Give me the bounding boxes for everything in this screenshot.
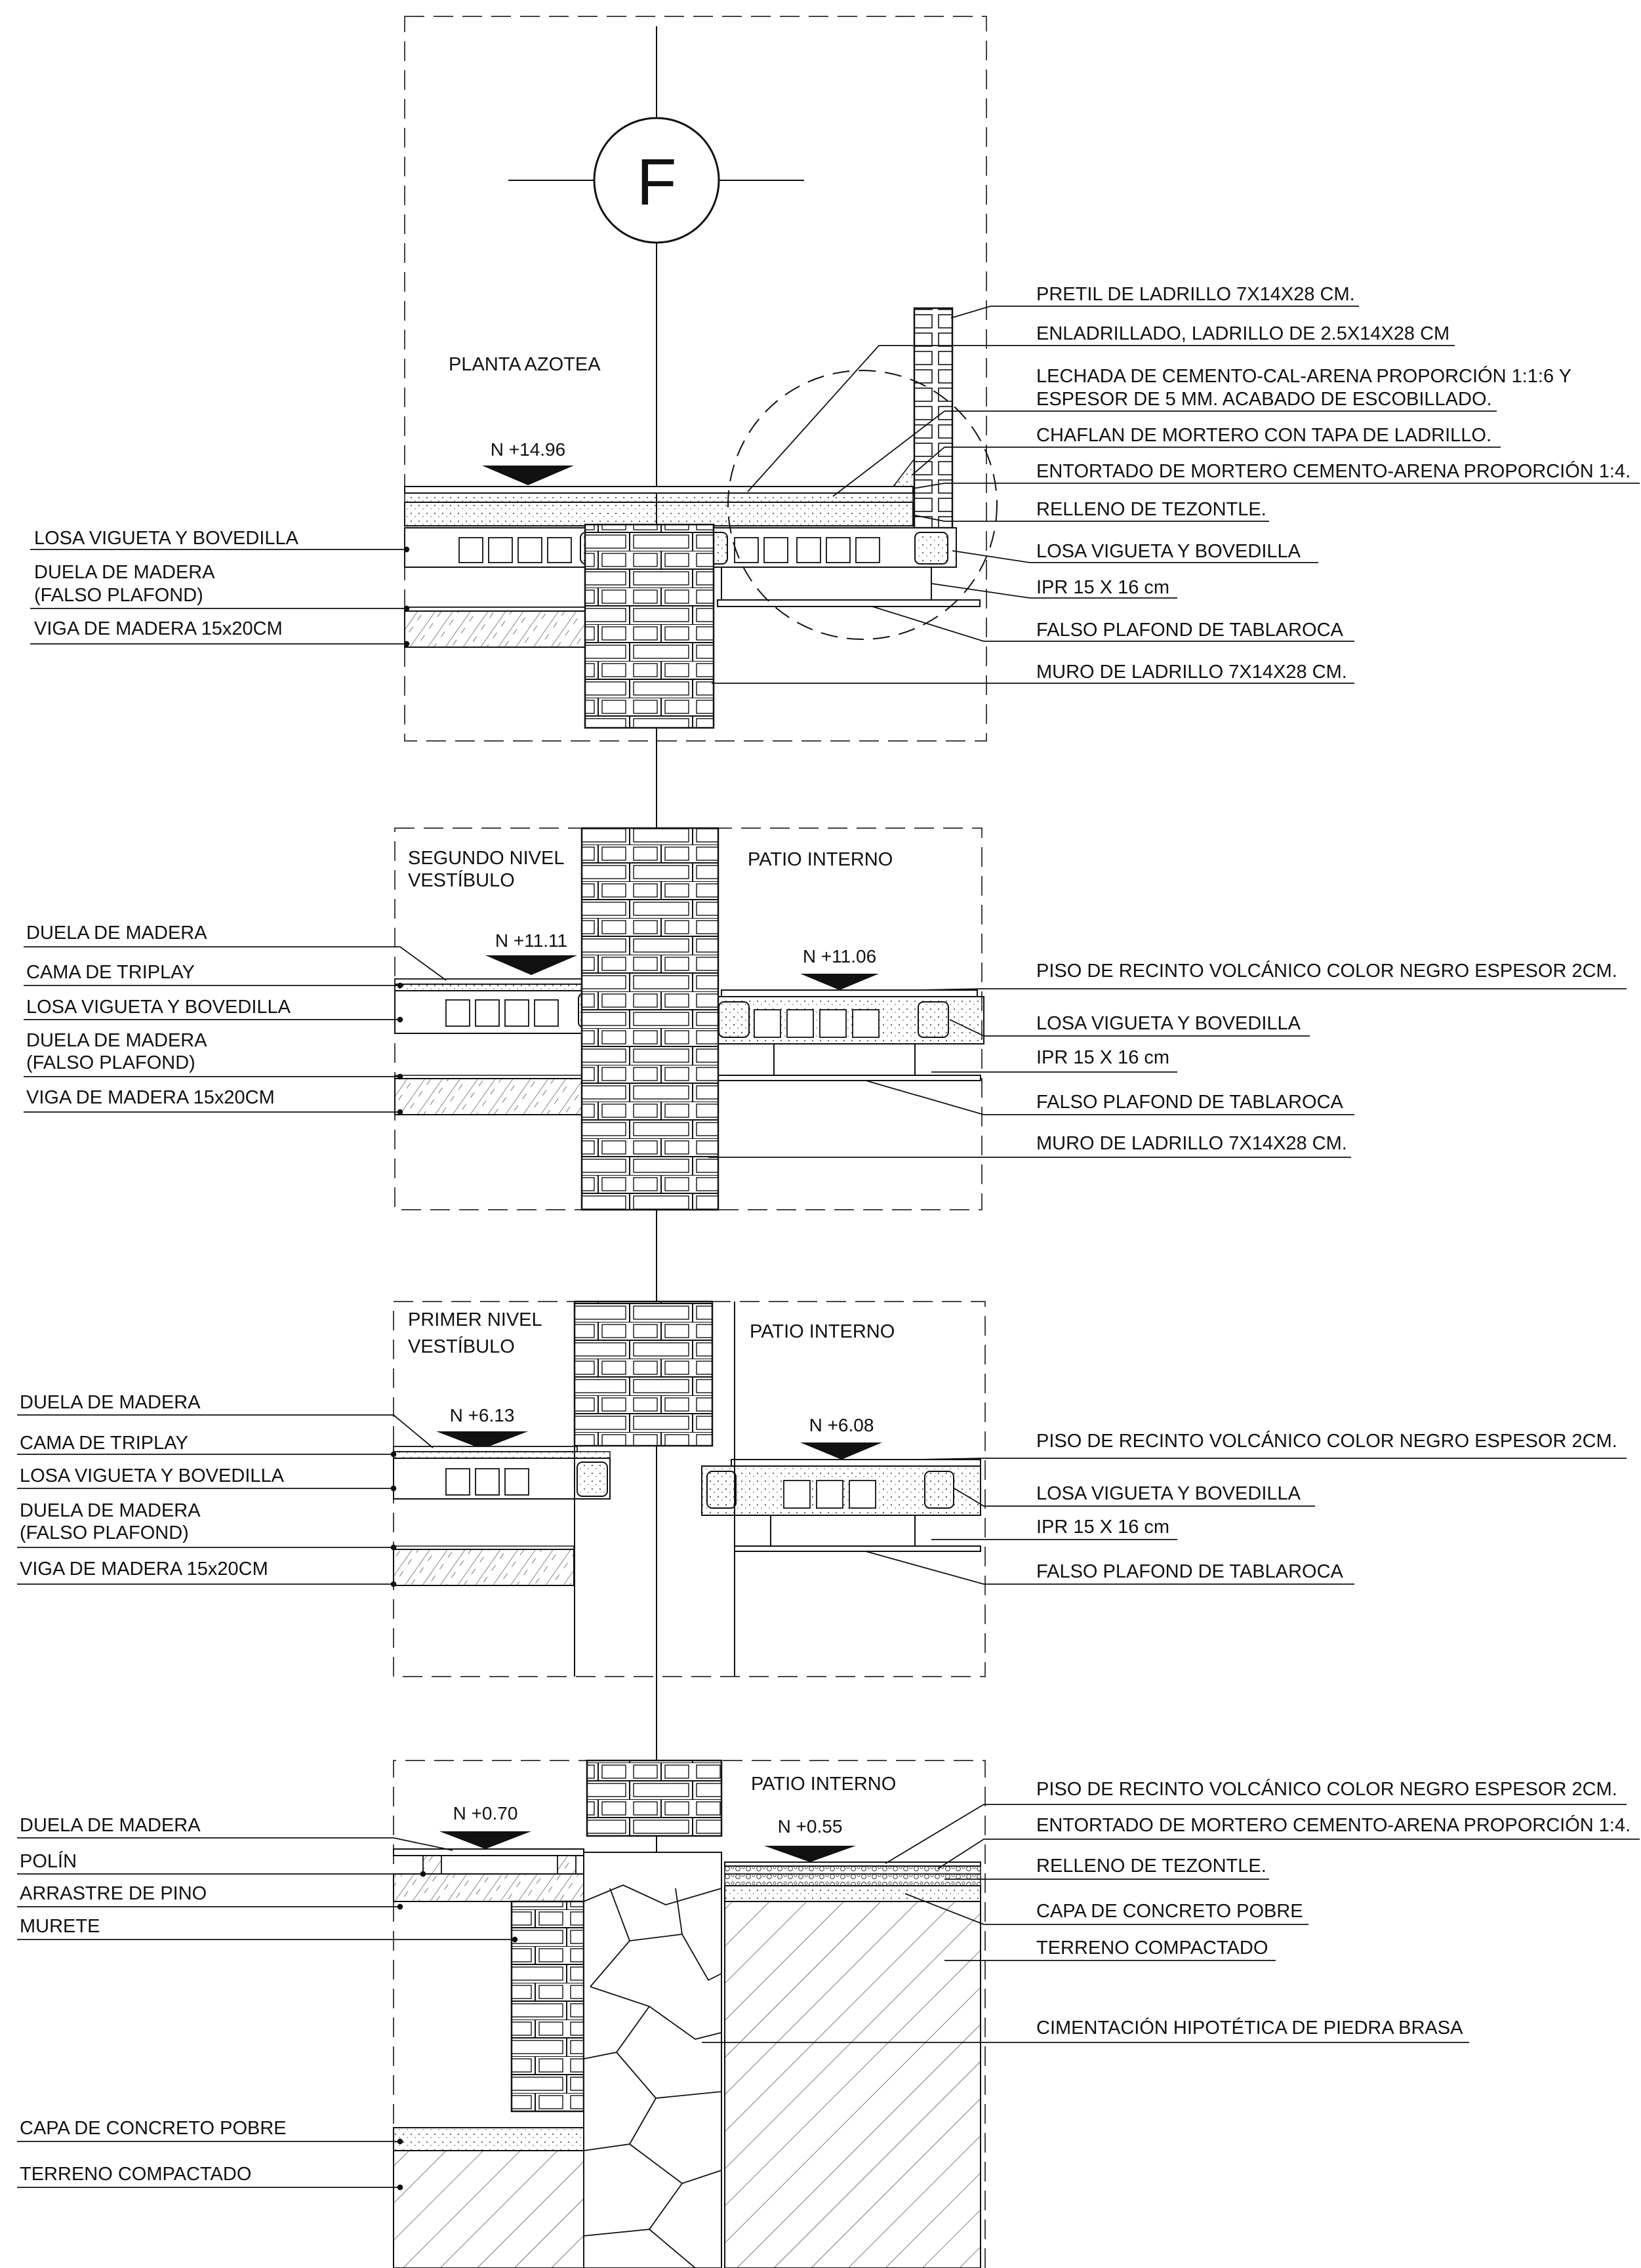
svg-text:PRETIL DE LADRILLO 7X14X28 CM.: PRETIL DE LADRILLO 7X14X28 CM. [1036, 284, 1355, 305]
level-marker-right: N +6.08 [800, 1415, 882, 1460]
svg-text:LOSA VIGUETA Y BOVEDILLA: LOSA VIGUETA Y BOVEDILLA [20, 1465, 285, 1486]
level-marker-right: N +0.55 [764, 1816, 856, 1862]
svg-text:IPR 15 X 16 cm: IPR 15 X 16 cm [1036, 1517, 1169, 1538]
level-marker-left: N +0.70 [439, 1803, 531, 1849]
svg-text:N +6.13: N +6.13 [450, 1405, 515, 1425]
svg-text:LOSA VIGUETA Y BOVEDILLA: LOSA VIGUETA Y BOVEDILLA [26, 997, 291, 1018]
svg-text:RELLENO DE TEZONTLE.: RELLENO DE TEZONTLE. [1036, 499, 1266, 520]
svg-text:SEGUNDO NIVEL: SEGUNDO NIVEL [408, 848, 565, 869]
svg-text:TERRENO COMPACTADO: TERRENO COMPACTADO [20, 2164, 251, 2185]
level-marker-left: N +11.11 [485, 930, 577, 975]
svg-text:DUELA DE MADERA: DUELA DE MADERA [20, 1500, 201, 1521]
section-planta-baja: PATIO INTERNO N +0.70 N +0.55 [17, 1759, 1640, 2268]
level-marker-right: N +11.06 [800, 946, 879, 990]
svg-text:PATIO INTERNO: PATIO INTERNO [751, 1774, 896, 1795]
svg-text:(FALSO PLAFOND): (FALSO PLAFOND) [26, 1052, 195, 1073]
level-marker-left: N +6.13 [436, 1405, 528, 1449]
svg-text:N +11.06: N +11.06 [803, 946, 876, 966]
svg-text:N +14.96: N +14.96 [491, 439, 565, 460]
svg-text:CAMA DE TRIPLAY: CAMA DE TRIPLAY [26, 962, 195, 983]
svg-text:LOSA VIGUETA Y BOVEDILLA: LOSA VIGUETA Y BOVEDILLA [1036, 1483, 1301, 1504]
svg-text:DUELA DE MADERA: DUELA DE MADERA [26, 923, 207, 944]
svg-text:CAMA DE TRIPLAY: CAMA DE TRIPLAY [20, 1433, 188, 1454]
axis-bubble: F [508, 117, 804, 244]
svg-text:PISO DE RECINTO VOLCÁNICO COLO: PISO DE RECINTO VOLCÁNICO COLOR NEGRO ES… [1036, 1778, 1617, 1800]
level-marker: N +14.96 [482, 439, 574, 485]
svg-text:FALSO PLAFOND DE TABLAROCA: FALSO PLAFOND DE TABLAROCA [1036, 1092, 1344, 1113]
svg-text:VIGA DE MADERA 15x20CM: VIGA DE MADERA 15x20CM [26, 1087, 275, 1108]
svg-text:PISO DE RECINTO VOLCÁNICO COLO: PISO DE RECINTO VOLCÁNICO COLOR NEGRO ES… [1036, 960, 1617, 982]
svg-text:PRIMER NIVEL: PRIMER NIVEL [408, 1309, 542, 1330]
svg-text:ENLADRILLADO, LADRILLO DE 2.5X: ENLADRILLADO, LADRILLO DE 2.5X14X28 CM [1036, 323, 1449, 344]
svg-text:LOSA VIGUETA Y BOVEDILLA: LOSA VIGUETA Y BOVEDILLA [1036, 1013, 1301, 1034]
svg-text:CAPA DE CONCRETO POBRE: CAPA DE CONCRETO POBRE [1036, 1901, 1303, 1922]
svg-text:TERRENO COMPACTADO: TERRENO COMPACTADO [1036, 1938, 1268, 1959]
svg-text:CHAFLAN DE MORTERO CON TAPA DE: CHAFLAN DE MORTERO CON TAPA DE LADRILLO. [1036, 425, 1491, 446]
svg-text:IPR 15 X 16 cm: IPR 15 X 16 cm [1036, 577, 1169, 598]
svg-text:FALSO PLAFOND DE TABLAROCA: FALSO PLAFOND DE TABLAROCA [1036, 620, 1344, 641]
svg-text:N +6.08: N +6.08 [809, 1415, 874, 1435]
svg-text:CIMENTACIÓN HIPOTÉTICA DE PIED: CIMENTACIÓN HIPOTÉTICA DE PIEDRA BRASA [1036, 2017, 1463, 2039]
svg-text:PATIO INTERNO: PATIO INTERNO [748, 849, 893, 870]
svg-text:ENTORTADO DE MORTERO CEMENTO-A: ENTORTADO DE MORTERO CEMENTO-ARENA PROPO… [1036, 460, 1631, 482]
section-segundo-nivel: SEGUNDO NIVEL VESTÍBULO PATIO INTERNO N … [24, 827, 1627, 1211]
svg-text:MURO DE LADRILLO 7X14X28 CM.: MURO DE LADRILLO 7X14X28 CM. [1036, 1133, 1347, 1154]
svg-text:ENTORTADO DE MORTERO CEMENTO-A: ENTORTADO DE MORTERO CEMENTO-ARENA PROPO… [1036, 1814, 1631, 1836]
svg-text:MURO DE LADRILLO 7X14X28 CM.: MURO DE LADRILLO 7X14X28 CM. [1036, 662, 1347, 683]
svg-text:MURETE: MURETE [20, 1916, 100, 1937]
svg-text:LOSA VIGUETA Y BOVEDILLA: LOSA VIGUETA Y BOVEDILLA [34, 528, 299, 549]
svg-text:VESTÍBULO: VESTÍBULO [408, 1336, 515, 1357]
svg-text:N +11.11: N +11.11 [495, 930, 567, 951]
svg-text:RELLENO DE TEZONTLE.: RELLENO DE TEZONTLE. [1036, 1856, 1266, 1877]
svg-text:DUELA DE MADERA: DUELA DE MADERA [26, 1030, 207, 1051]
svg-text:IPR 15 X 16 cm: IPR 15 X 16 cm [1036, 1047, 1169, 1068]
svg-text:(FALSO PLAFOND): (FALSO PLAFOND) [34, 585, 203, 606]
svg-text:N +0.70: N +0.70 [453, 1803, 518, 1823]
svg-text:ARRASTRE DE PINO: ARRASTRE DE PINO [20, 1883, 207, 1904]
svg-text:LOSA VIGUETA Y BOVEDILLA: LOSA VIGUETA Y BOVEDILLA [1036, 541, 1301, 562]
svg-text:DUELA DE MADERA: DUELA DE MADERA [20, 1815, 201, 1836]
svg-text:(FALSO PLAFOND): (FALSO PLAFOND) [20, 1522, 189, 1543]
svg-text:VIGA DE MADERA 15x20CM: VIGA DE MADERA 15x20CM [34, 618, 283, 639]
svg-text:DUELA DE MADERA: DUELA DE MADERA [20, 1392, 201, 1413]
svg-text:VIGA DE MADERA 15x20CM: VIGA DE MADERA 15x20CM [20, 1559, 268, 1580]
svg-text:VESTÍBULO: VESTÍBULO [408, 869, 515, 891]
axis-letter: F [636, 146, 676, 219]
svg-text:PISO DE RECINTO VOLCÁNICO COLO: PISO DE RECINTO VOLCÁNICO COLOR NEGRO ES… [1036, 1430, 1617, 1452]
section-primer-nivel: PRIMER NIVEL VESTÍBULO PATIO INTERNO N +… [17, 1300, 1627, 1677]
svg-text:ESPESOR DE 5 MM. ACABADO DE ES: ESPESOR DE 5 MM. ACABADO DE ESCOBILLADO. [1036, 389, 1492, 410]
svg-text:DUELA DE MADERA: DUELA DE MADERA [34, 562, 215, 583]
svg-text:POLÍN: POLÍN [20, 1850, 77, 1872]
stone-foundation [583, 1852, 722, 2268]
svg-text:LECHADA DE CEMENTO-CAL-ARENA P: LECHADA DE CEMENTO-CAL-ARENA PROPORCIÓN … [1036, 365, 1571, 387]
svg-text:CAPA DE CONCRETO POBRE: CAPA DE CONCRETO POBRE [20, 2118, 287, 2139]
svg-text:FALSO PLAFOND DE TABLAROCA: FALSO PLAFOND DE TABLAROCA [1036, 1561, 1344, 1582]
section-azotea: PLANTA AZOTEA N +14.96 [30, 16, 1640, 742]
svg-text:N +0.55: N +0.55 [778, 1816, 843, 1837]
room-label: PLANTA AZOTEA [449, 354, 601, 375]
svg-text:PATIO INTERNO: PATIO INTERNO [750, 1321, 895, 1342]
